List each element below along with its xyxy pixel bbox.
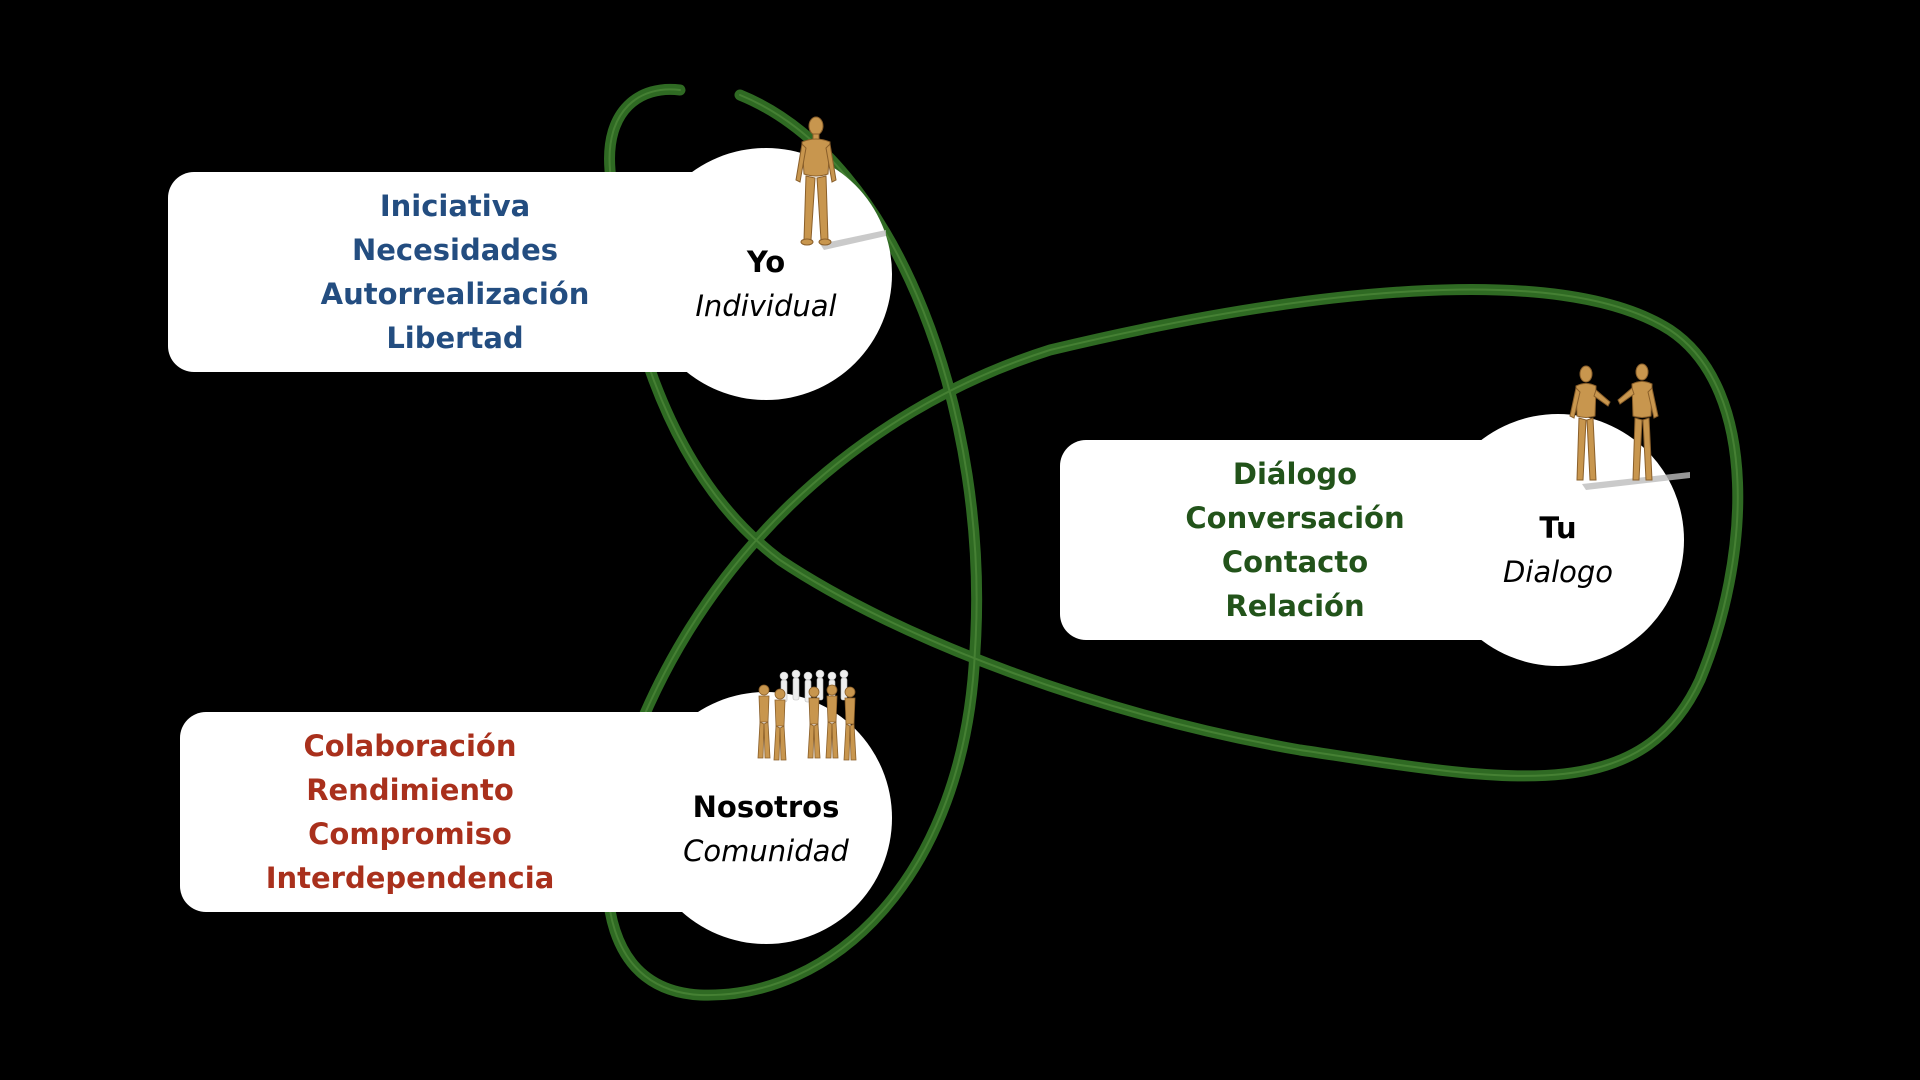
nosotros-subtitle: Comunidad: [683, 834, 849, 868]
tu-items: Diálogo Conversación Contacto Relación: [1060, 440, 1530, 640]
yo-subtitle: Individual: [695, 289, 837, 323]
single-wooden-figure-icon: [795, 116, 886, 250]
nosotros-item: Interdependencia: [265, 861, 555, 895]
tu-subtitle: Dialogo: [1502, 555, 1614, 589]
yo-title: Yo: [746, 245, 786, 279]
tu-title: Tu: [1539, 511, 1577, 545]
nosotros-title: Nosotros: [692, 790, 840, 824]
nosotros-item: Compromiso: [308, 817, 512, 851]
tu-circle: Tu Dialogo: [1432, 414, 1684, 666]
two-wooden-figures-icon: [1569, 363, 1690, 490]
yo-circle: Yo Individual: [640, 148, 892, 400]
yo-item: Libertad: [386, 321, 524, 355]
yo-item: Autorrealización: [320, 277, 590, 311]
yo-item: Iniciativa: [379, 189, 531, 223]
tu-item: Relación: [1225, 589, 1365, 623]
tu-item: Diálogo: [1232, 457, 1358, 491]
tu-item: Conversación: [1185, 501, 1405, 535]
loop-stroke-edge: [606, 88, 1739, 997]
nosotros-item: Rendimiento: [306, 773, 514, 807]
yo-pill: Iniciativa Necesidades Autorrealización …: [168, 172, 728, 372]
yo-item: Necesidades: [351, 233, 559, 267]
nosotros-items: Colaboración Rendimiento Compromiso Inte…: [115, 712, 705, 912]
nosotros-item: Colaboración: [303, 729, 517, 763]
yo-items: Iniciativa Necesidades Autorrealización …: [160, 172, 750, 372]
tu-item: Contacto: [1221, 545, 1369, 579]
group-of-wooden-figures-icon: [757, 669, 857, 761]
